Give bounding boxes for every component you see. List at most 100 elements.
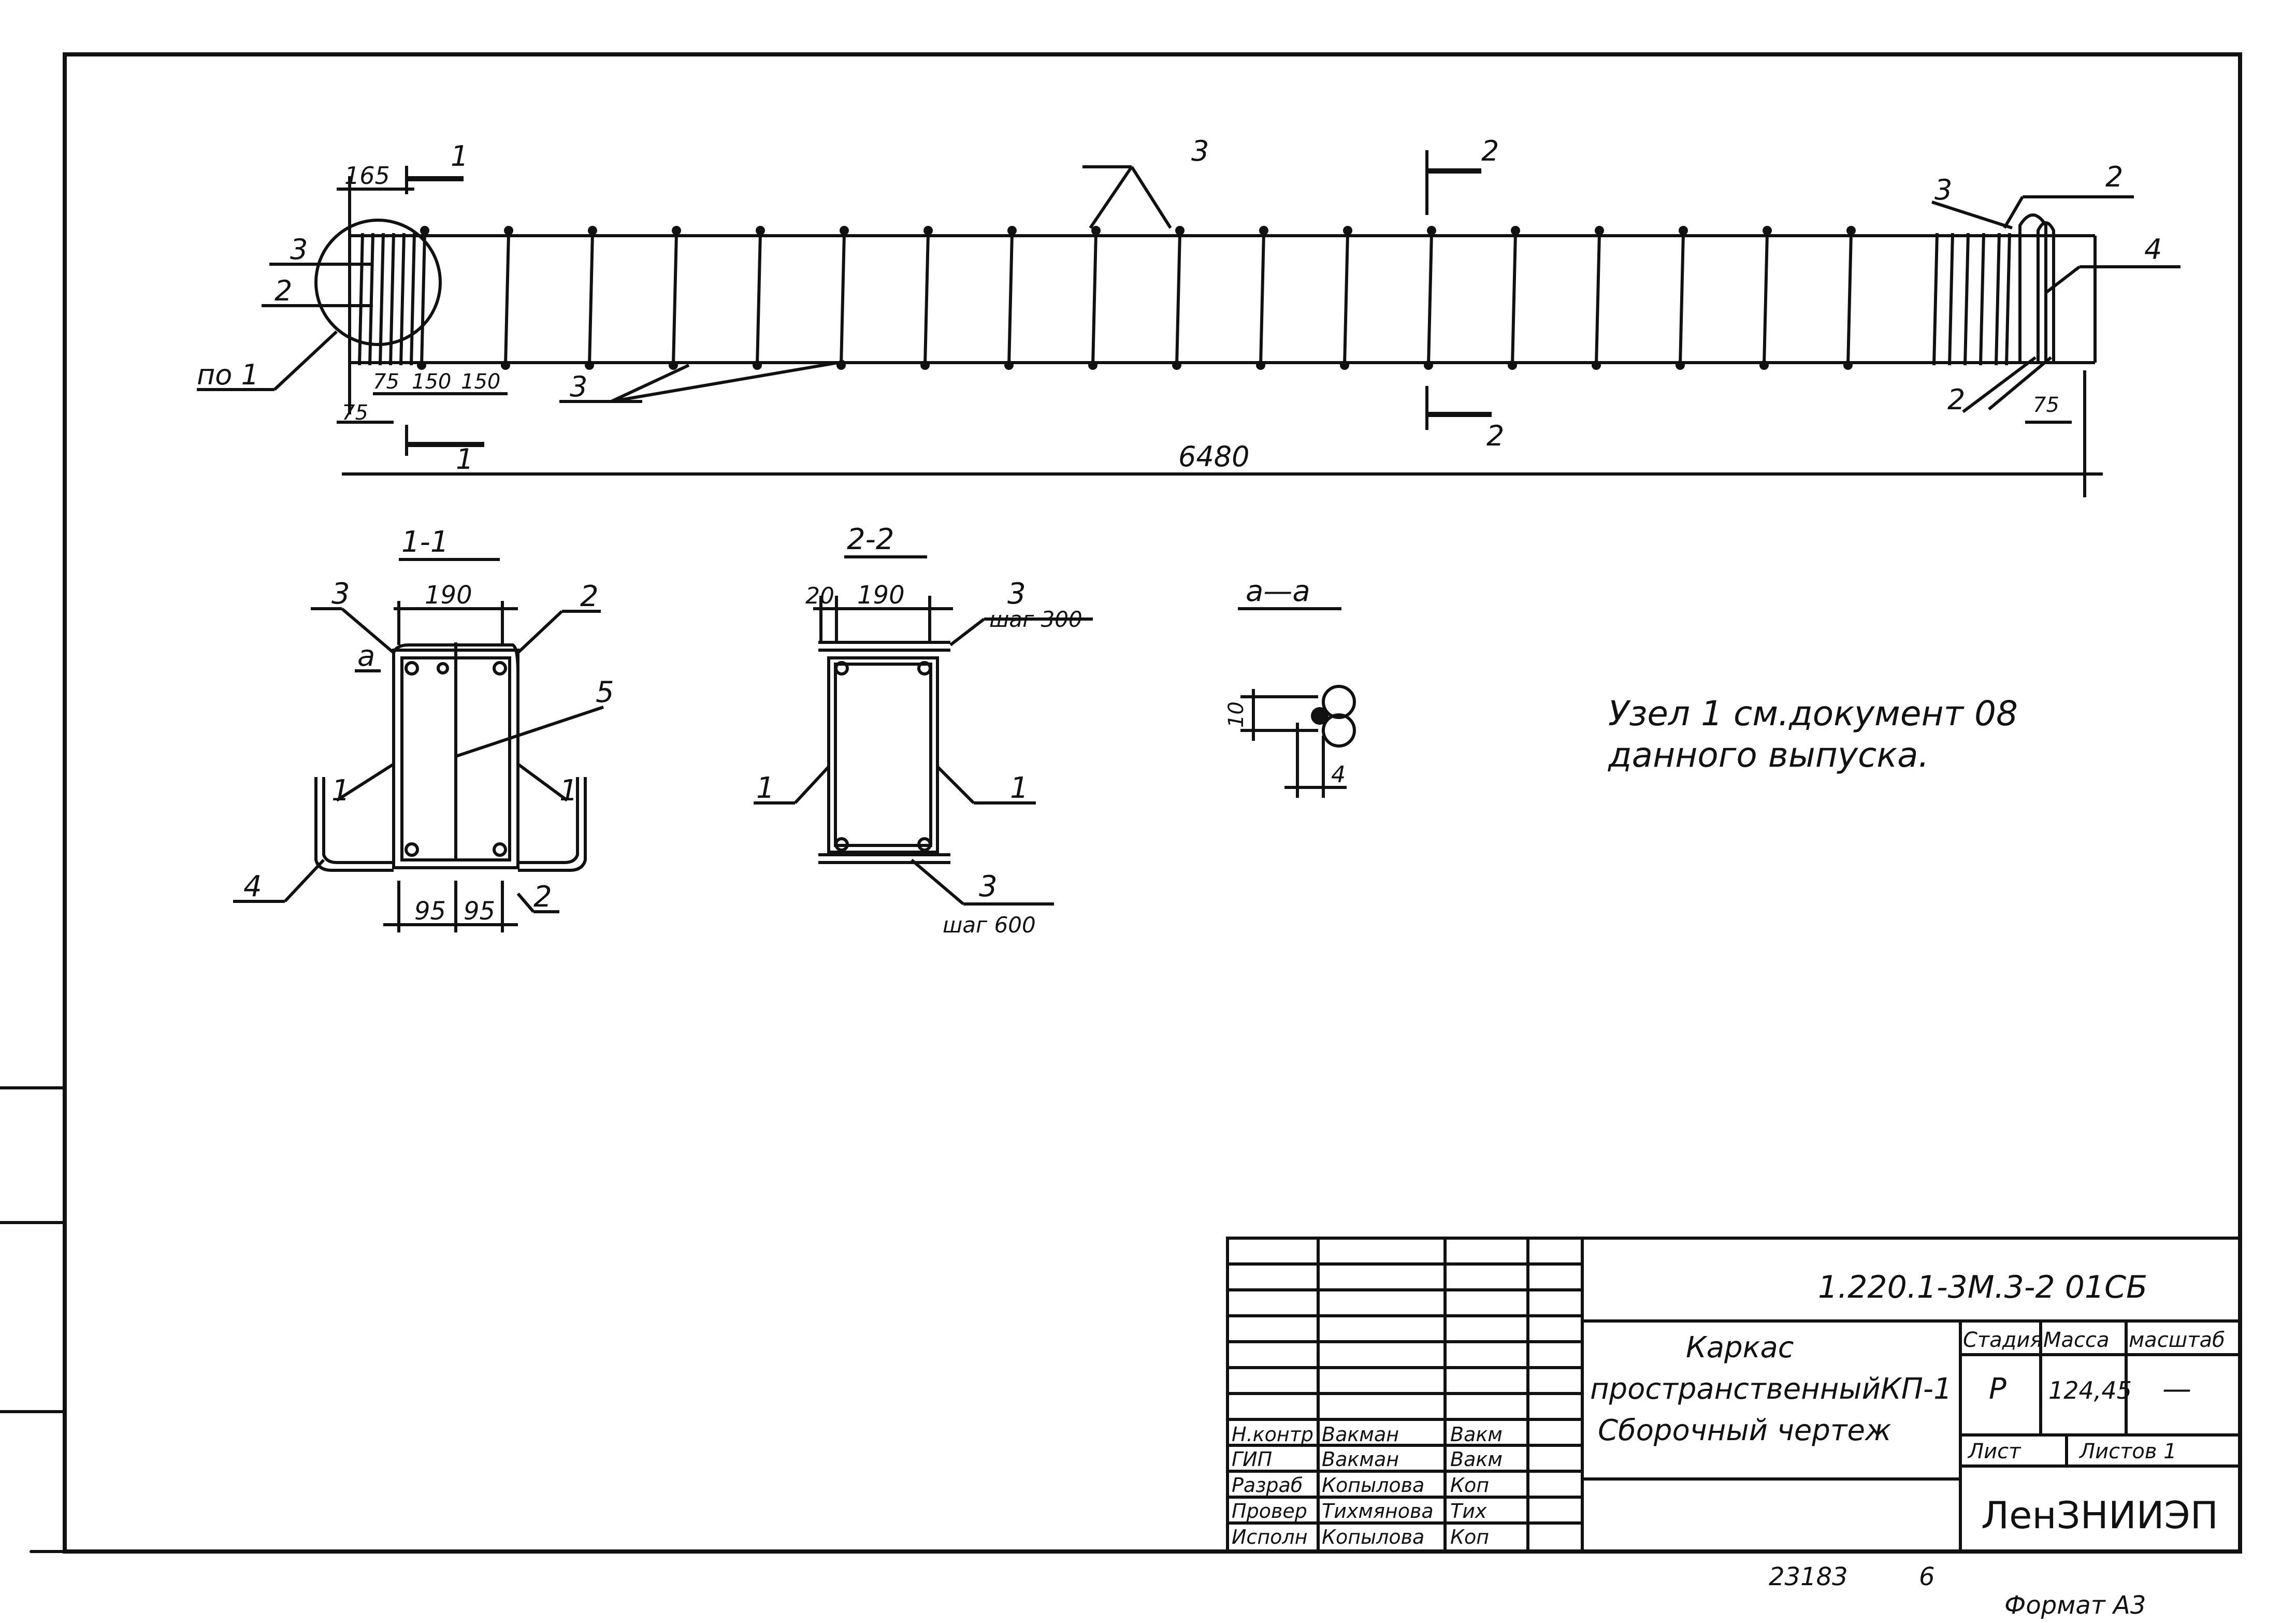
- stirrup-bar: [1175, 233, 1181, 366]
- secaa-dim-10: 10: [1224, 701, 1248, 728]
- stirrup-bar: [1846, 233, 1853, 366]
- bar-dot: [1172, 361, 1181, 370]
- sec22-dim-190: 190: [857, 581, 905, 610]
- sec11-callout-4: 4: [243, 870, 262, 903]
- stirrup-bar: [389, 233, 395, 366]
- bar-dot: [1511, 226, 1520, 235]
- stirrup-bar: [840, 233, 846, 366]
- section-a-a-view: [1238, 607, 1356, 798]
- sec11-callout-1-left: 1: [331, 774, 350, 808]
- stirrup-bar: [1995, 233, 2001, 366]
- sec11-dim-95-a: 95: [414, 897, 446, 926]
- stirrup-bar: [1511, 233, 1517, 366]
- tb-sign-cell: Тих: [1450, 1500, 1487, 1523]
- sec11-callout-3: 3: [331, 577, 350, 611]
- bar-dot: [1843, 361, 1853, 370]
- sec11-marker-a: а: [357, 639, 375, 673]
- tb-role-cell: Н.контр: [1232, 1423, 1313, 1446]
- bar-dot: [420, 226, 429, 235]
- tb-sign-cell: Коп: [1450, 1474, 1489, 1497]
- tb-sign-cell: Вакм: [1450, 1448, 1503, 1471]
- bar-dot: [1091, 226, 1101, 235]
- note-line-2: данного выпуска.: [1608, 735, 1929, 775]
- tb-designation: 1.220.1-3М.3-2 01СБ: [1818, 1269, 2147, 1305]
- stirrup-bar: [1979, 233, 1985, 366]
- bar-dot: [753, 361, 762, 370]
- callout-2-left: 2: [275, 275, 292, 307]
- bar-dot: [1508, 361, 1517, 370]
- bar-dot: [756, 226, 765, 235]
- tb-organization: ЛенЗНИИЭП: [1981, 1493, 2218, 1537]
- bar-dot: [1007, 226, 1017, 235]
- bar-dot: [1679, 226, 1688, 235]
- tb-name-line-1: Каркас: [1686, 1331, 1794, 1365]
- tb-name-cell: Тихмянова: [1322, 1500, 1434, 1523]
- callout-2-right-top: 2: [2105, 161, 2123, 193]
- stirrup-bar: [1932, 233, 1939, 366]
- tb-name-cell: Копылова: [1322, 1474, 1424, 1497]
- callout-4-right: 4: [2144, 233, 2162, 266]
- bar-dot: [1759, 361, 1769, 370]
- section-2-bottom-label: 2: [1486, 420, 1504, 452]
- tb-sign-cell: Коп: [1450, 1526, 1489, 1548]
- sec11-callout-5: 5: [596, 676, 614, 709]
- tb-name-line-3: Сборочный чертеж: [1598, 1414, 1891, 1447]
- section-2-2-title: 2-2: [847, 523, 894, 556]
- secaa-dim-4: 4: [1331, 762, 1346, 788]
- bar-dot: [923, 226, 933, 235]
- dim-165: 165: [344, 162, 390, 190]
- stirrup-bar: [756, 233, 762, 366]
- node-ref-label: по 1: [197, 358, 259, 391]
- stirrup-bar: [1595, 233, 1601, 366]
- dim-total-length: 6480: [1178, 440, 1249, 473]
- bar-dot: [585, 361, 594, 370]
- sec22-callout-3-top: 3: [1007, 577, 1026, 611]
- tb-role-cell: Провер: [1232, 1500, 1307, 1523]
- section-1-bottom-label: 1: [456, 443, 473, 476]
- stirrup-bar: [1427, 233, 1433, 366]
- tb-name-cell: Вакман: [1322, 1448, 1399, 1471]
- hook-loop-right: [2018, 213, 2047, 363]
- sec22-callout-1-left: 1: [756, 771, 775, 805]
- section-1-1-title: 1-1: [401, 525, 449, 559]
- stirrup-bar: [588, 233, 594, 366]
- bar-dot: [1343, 226, 1352, 235]
- stirrup-bar: [672, 233, 678, 366]
- tb-sheet-label: Лист: [1967, 1440, 2021, 1463]
- dim-75-b: 75: [342, 401, 368, 425]
- tb-sign-cell: Вакм: [1450, 1423, 1503, 1446]
- bar-dot: [1340, 361, 1349, 370]
- tb-role-cell: Разраб: [1232, 1474, 1303, 1497]
- sec11-callout-2-top: 2: [580, 580, 599, 613]
- stirrup-bar: [923, 233, 930, 366]
- section-2-top-label: 2: [1481, 135, 1499, 167]
- dim-75-right: 75: [2033, 393, 2059, 417]
- format-label: Формат А3: [2004, 1591, 2146, 1620]
- stirrup-bar: [1007, 233, 1014, 366]
- bar-dot: [1595, 226, 1604, 235]
- stirrup-bar: [410, 233, 416, 366]
- sec22-step-bottom: шаг 600: [943, 912, 1036, 938]
- bar-dot: [1846, 226, 1856, 235]
- stirrup-bar: [1259, 233, 1265, 366]
- bar-dot: [1424, 361, 1433, 370]
- bar-dot: [672, 226, 681, 235]
- stirrup-bar: [1963, 233, 1970, 366]
- dim-150-b: 150: [461, 370, 500, 394]
- main-elevation-view: [197, 150, 2181, 497]
- tb-col-scale: масштаб: [2129, 1328, 2225, 1352]
- sec22-dim-20: 20: [805, 583, 834, 609]
- tb-name-cell: Вакман: [1322, 1423, 1399, 1446]
- tb-stage-value: Р: [1989, 1372, 2006, 1406]
- stirrup-bar: [1679, 233, 1685, 366]
- stirrup-bar: [1763, 233, 1769, 366]
- section-2-2-view: [754, 555, 1093, 906]
- bar-dot: [840, 226, 849, 235]
- sec11-callout-1-right: 1: [559, 774, 578, 808]
- stirrup-bar: [504, 233, 510, 366]
- tb-name-cell: Копылова: [1322, 1526, 1424, 1548]
- section-1-1-view: [233, 558, 604, 932]
- bar-dot: [588, 226, 597, 235]
- inventory-number: 23183: [1769, 1562, 1848, 1591]
- tb-scale-value: —: [2162, 1372, 2191, 1406]
